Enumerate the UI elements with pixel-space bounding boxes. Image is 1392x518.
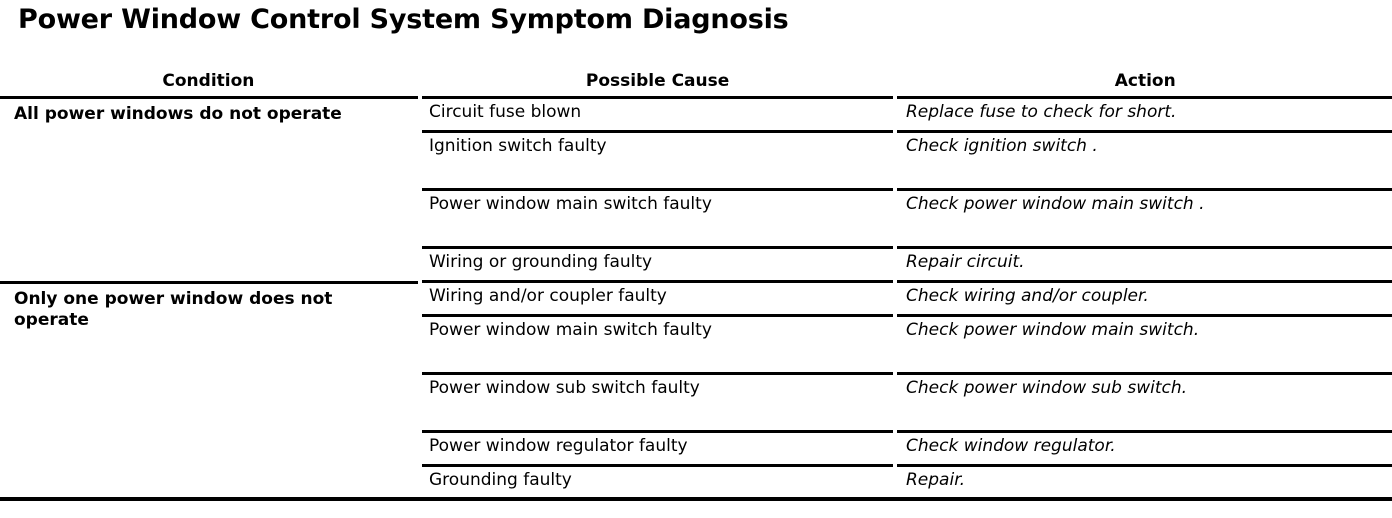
page-title: Power Window Control System Symptom Diag… bbox=[18, 4, 789, 35]
table-body: All power windows do not operate Only on… bbox=[0, 96, 1392, 498]
condition-column: All power windows do not operate Only on… bbox=[0, 96, 418, 498]
table-row: Check ignition switch . bbox=[897, 130, 1392, 188]
condition-group-2: Only one power window does not operate bbox=[0, 281, 418, 469]
table-row: Check power window sub switch. bbox=[897, 372, 1392, 430]
action-column: Replace fuse to check for short. Check i… bbox=[897, 96, 1392, 498]
table-row: Check power window main switch . bbox=[897, 188, 1392, 246]
table-row: Grounding faulty bbox=[422, 464, 893, 498]
table-row: Power window main switch faulty bbox=[422, 188, 893, 246]
table-row: Repair circuit. bbox=[897, 246, 1392, 280]
table-row: Ignition switch faulty bbox=[422, 130, 893, 188]
table-row: Power window regulator faulty bbox=[422, 430, 893, 464]
condition-label: Only one power window does not operate bbox=[14, 289, 333, 331]
table-row: Check window regulator. bbox=[897, 430, 1392, 464]
condition-group-1: All power windows do not operate bbox=[0, 96, 418, 281]
condition-label: All power windows do not operate bbox=[14, 104, 342, 124]
column-header-condition: Condition bbox=[162, 71, 255, 91]
table-row: Wiring or grounding faulty bbox=[422, 246, 893, 280]
table-row: Circuit fuse blown bbox=[422, 96, 893, 130]
table-row: Check power window main switch. bbox=[897, 314, 1392, 372]
table-row: Power window sub switch faulty bbox=[422, 372, 893, 430]
table-header-row: Condition Possible Cause Action bbox=[0, 62, 1392, 96]
possible-cause-column: Circuit fuse blown Ignition switch fault… bbox=[422, 96, 893, 498]
column-header-action: Action bbox=[1114, 71, 1176, 91]
symptom-diagnosis-table: Condition Possible Cause Action All powe… bbox=[0, 62, 1392, 501]
table-row: Repair. bbox=[897, 464, 1392, 498]
table-row: Check wiring and/or coupler. bbox=[897, 280, 1392, 314]
column-header-possible-cause: Possible Cause bbox=[585, 71, 730, 91]
table-row: Replace fuse to check for short. bbox=[897, 96, 1392, 130]
table-row: Wiring and/or coupler faulty bbox=[422, 280, 893, 314]
table-bottom-rule bbox=[0, 497, 1392, 501]
table-row: Power window main switch faulty bbox=[422, 314, 893, 372]
